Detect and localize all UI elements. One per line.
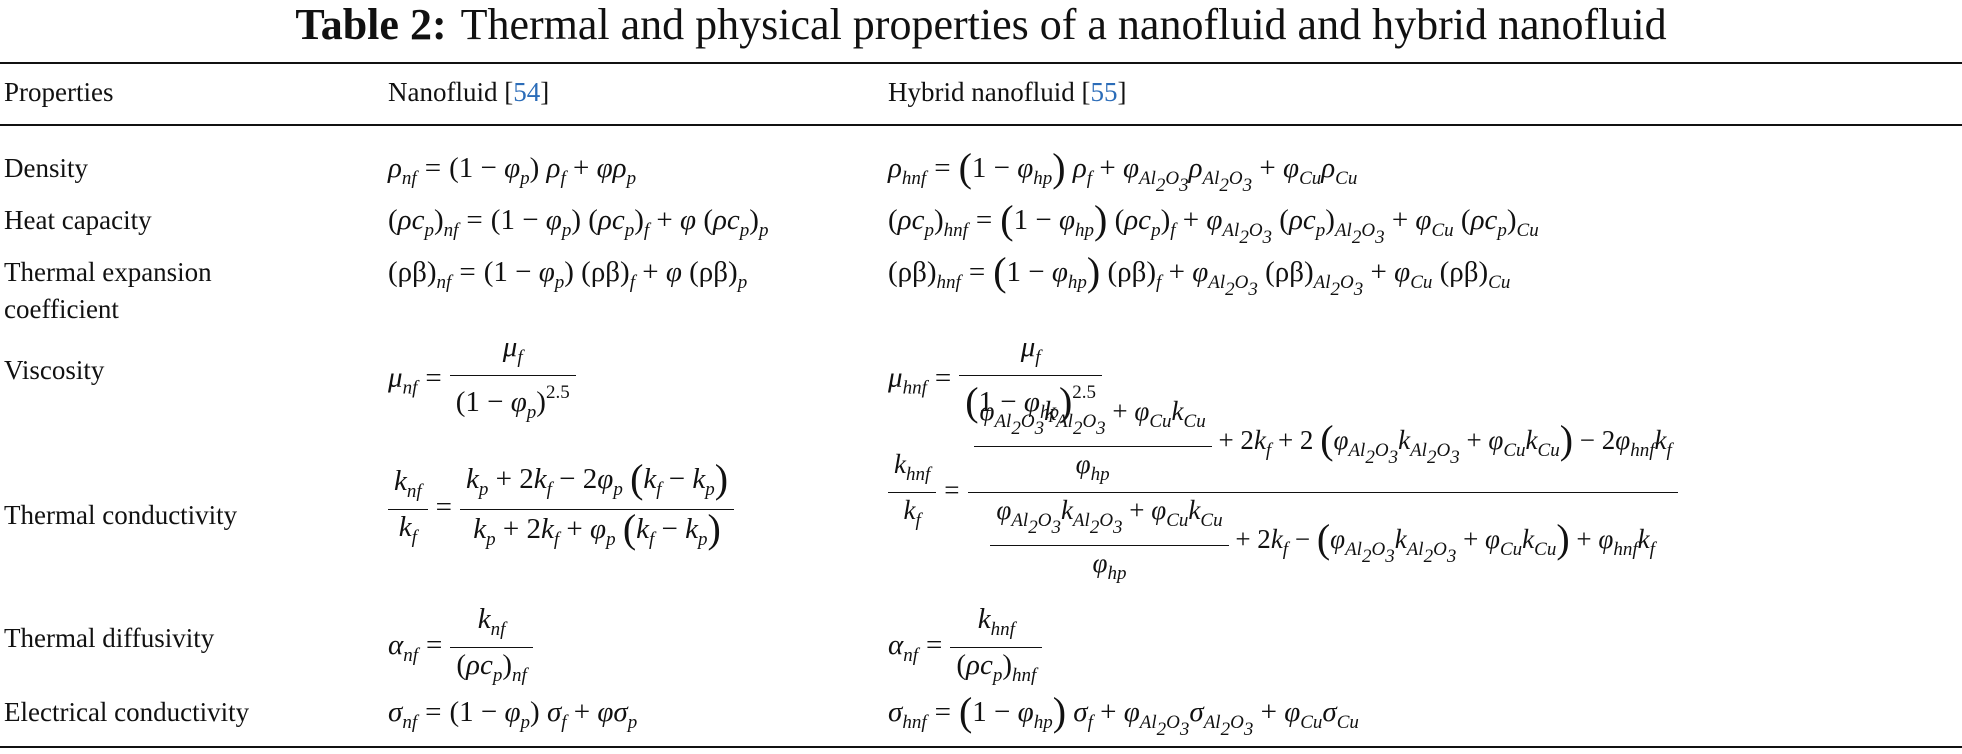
formula-hybrid-thermal-diffusivity: αnf=khnf(ρcp)hnf bbox=[888, 602, 1043, 693]
formula-hybrid-density: ρhnf=(1 − φhp) ρf + φAl2O3ρAl2O3 + φCuρC… bbox=[888, 145, 1358, 197]
table-label: Table 2: bbox=[295, 0, 447, 49]
header-hybrid-nanofluid: Hybrid nanofluid [55] bbox=[888, 77, 1127, 107]
bottom-rule bbox=[0, 746, 1962, 748]
property-label: Heat capacity bbox=[4, 205, 152, 235]
formula-hybrid-viscosity: μhnf=μf(1 − φhp)2.5 bbox=[888, 330, 1103, 430]
citation-link-54[interactable]: 54 bbox=[513, 77, 541, 107]
formula-hybrid-heat-capacity: (ρcp)hnf=(1 − φhp) (ρcp)f + φAl2O3 (ρcp)… bbox=[888, 197, 1539, 249]
formula-nanofluid-heat-capacity: (ρcp)nf=(1 − φp) (ρcp)f + φ (ρcp)p bbox=[388, 204, 769, 241]
top-rule bbox=[0, 62, 1962, 64]
header-rule bbox=[0, 124, 1962, 126]
formula-hybrid-thermal-expansion: (ρβ)hnf=(1 − φhp) (ρβ)f + φAl2O3 (ρβ)Al2… bbox=[888, 249, 1511, 301]
formula-hybrid-electrical-conductivity: σhnf=(1 − φhp) σf + φAl2O3σAl2O3 + φCuσC… bbox=[888, 689, 1359, 741]
property-label: Thermal diffusivity bbox=[4, 623, 215, 653]
property-label: Electrical conductivity bbox=[4, 697, 250, 727]
formula-nanofluid-density: ρnf=(1 − φp) ρf + φρp bbox=[388, 152, 637, 189]
property-label: Thermal expansion coefficient bbox=[4, 257, 212, 324]
header-properties: Properties bbox=[4, 77, 114, 107]
formula-nanofluid-electrical-conductivity: σnf=(1 − φp) σf + φσp bbox=[388, 696, 638, 733]
formula-nanofluid-thermal-expansion: (ρβ)nf=(1 − φp) (ρβ)f + φ (ρβ)p bbox=[388, 256, 748, 293]
table-title: Thermal and physical properties of a nan… bbox=[460, 0, 1667, 49]
property-label: Density bbox=[4, 153, 88, 183]
table-caption: Table 2: Thermal and physical properties … bbox=[0, 0, 1962, 60]
property-label: Viscosity bbox=[4, 355, 105, 385]
header-nanofluid: Nanofluid [54] bbox=[388, 77, 550, 107]
formula-nanofluid-thermal-diffusivity: αnf=knf(ρcp)nf bbox=[388, 602, 533, 693]
property-label: Thermal conductivity bbox=[4, 500, 238, 530]
citation-link-55[interactable]: 55 bbox=[1090, 77, 1118, 107]
formula-nanofluid-viscosity: μnf=μf(1 − φp)2.5 bbox=[388, 330, 576, 430]
